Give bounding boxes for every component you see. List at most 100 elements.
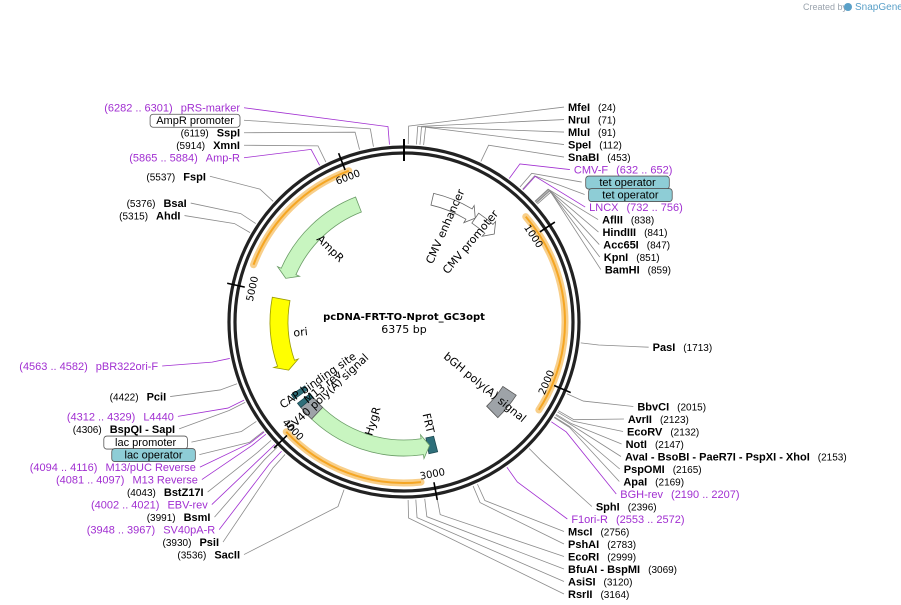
primer-label[interactable]: (5865 .. 5884)Amp-R: [129, 153, 240, 165]
enzyme-label[interactable]: EcoRV(2132): [627, 427, 699, 439]
enzyme-label[interactable]: MluI(91): [568, 127, 616, 139]
leader-line: [243, 131, 360, 150]
primer-label[interactable]: CMV-F(632 .. 652): [574, 165, 673, 177]
enzyme-label[interactable]: (3991)BsmI: [147, 512, 211, 524]
enzyme-label[interactable]: PshAI(2783): [568, 539, 636, 551]
leader-line: [534, 188, 599, 220]
leader-line: [506, 467, 568, 520]
feature-m13-rev[interactable]: [296, 393, 314, 408]
primer-label[interactable]: (4312 .. 4329)L4440: [67, 411, 174, 423]
feature-box[interactable]: [588, 188, 673, 202]
feature-box-label: AmpR promoter: [156, 115, 234, 127]
feature-frt[interactable]: [425, 435, 439, 455]
tick-mark: [227, 282, 245, 288]
primer-range: (732 .. 756): [627, 202, 683, 214]
enzyme-label[interactable]: MfeI(24): [568, 102, 616, 114]
enzyme-label[interactable]: EcoRI(2999): [568, 552, 636, 564]
enzyme-label[interactable]: (4306)BspQI - SapI: [73, 424, 175, 436]
label-layer: MfeI(24)NruI(71)MluI(91)SpeI (112)SnaBI(4…: [19, 102, 846, 601]
enzyme-name: AsiSI: [568, 577, 596, 589]
enzyme-label[interactable]: HindIII (841): [602, 227, 667, 239]
enzyme-label[interactable]: Acc65I(847): [603, 240, 670, 252]
enzyme-label[interactable]: AflII(838): [602, 215, 654, 227]
primer-label[interactable]: (4002 .. 4021)EBV-rev: [91, 500, 208, 512]
enzyme-label[interactable]: (5914)XmnI: [176, 140, 240, 152]
backbone: [227, 139, 581, 499]
enzyme-label[interactable]: NruI(71): [568, 115, 616, 127]
enzyme-name: HindIII: [602, 227, 636, 239]
leader-line: [214, 446, 278, 518]
enzyme-label[interactable]: (4043)BstZ17I: [127, 487, 204, 499]
primer-label[interactable]: (6282 .. 6301)pRS-marker: [104, 103, 240, 115]
enzyme-label[interactable]: RsrII(3164): [568, 589, 629, 601]
credit-brand[interactable]: SnapGene: [855, 2, 901, 13]
feature-box[interactable]: [111, 448, 196, 462]
enzyme-name: SpeI: [568, 140, 591, 152]
enzyme-label[interactable]: SnaBI(453): [568, 152, 631, 164]
enzyme-label[interactable]: BamHI(859): [605, 265, 671, 277]
leader-line: [580, 342, 649, 348]
enzyme-label[interactable]: SphI(2396): [596, 502, 657, 514]
enzyme-name: SspI: [217, 128, 240, 140]
feature-ampr[interactable]: [276, 196, 362, 279]
leader-line: [480, 144, 565, 162]
tick-label: 5000: [245, 275, 261, 302]
enzyme-label[interactable]: (4422)PciI: [110, 392, 166, 404]
enzyme-position: (4306): [73, 425, 102, 436]
primer-name: pBR322ori-F: [96, 361, 159, 373]
enzyme-label[interactable]: BbvCI(2015): [637, 402, 706, 414]
primer-label[interactable]: F1ori-R(2553 .. 2572): [571, 514, 684, 526]
primer-label[interactable]: BGH-rev(2190 .. 2207): [620, 489, 739, 501]
feature-bgh-poly-a-signal[interactable]: [486, 385, 517, 419]
primer-label[interactable]: (4563 .. 4582) pBR322ori-F: [19, 361, 158, 373]
primer-label[interactable]: (4081 .. 4097)M13 Reverse: [56, 475, 198, 487]
feature-box[interactable]: [149, 113, 241, 128]
tick-mark: [433, 482, 439, 501]
enzyme-label[interactable]: PspOMI(2165): [624, 464, 702, 476]
enzyme-label[interactable]: BfuAI - BspMI(3069): [568, 564, 677, 576]
tick-mark: [553, 384, 571, 394]
enzyme-name: BfuAI - BspMI: [568, 564, 640, 576]
feature-cmv-enhancer[interactable]: [430, 192, 476, 224]
enzyme-position: (2783): [607, 540, 636, 551]
enzyme-position: (112): [599, 141, 622, 152]
leader-line: [477, 483, 565, 532]
enzyme-name: FspI: [183, 171, 206, 183]
enzyme-label[interactable]: (5315)AhdI: [119, 211, 180, 223]
enzyme-name: PsiI: [199, 537, 219, 549]
leader-line: [243, 144, 327, 163]
enzyme-label[interactable]: AsiSI(3120): [568, 577, 632, 589]
leader-line: [407, 499, 565, 595]
enzyme-label[interactable]: (5376)BsaI: [127, 198, 187, 210]
enzyme-label[interactable]: (3930)PsiI: [163, 537, 219, 549]
feature-cap-binding-site[interactable]: [290, 385, 308, 400]
primer-range: (2190 .. 2207): [671, 489, 740, 501]
enzyme-position: (1713): [683, 343, 712, 354]
enzyme-label[interactable]: SpeI (112): [568, 140, 622, 152]
primer-label[interactable]: (3948 .. 3967)SV40pA-R: [87, 525, 216, 537]
label-leader-lines: [162, 106, 649, 595]
enzyme-position: (2153): [818, 453, 847, 464]
enzyme-label[interactable]: KpnI(851): [604, 252, 660, 264]
feature-box-label: lac operator: [125, 450, 183, 462]
primer-range: (632 .. 652): [616, 165, 672, 177]
feature-ori[interactable]: [269, 296, 300, 371]
enzyme-label[interactable]: PasI(1713): [653, 342, 713, 354]
enzyme-label[interactable]: (5537)FspI: [146, 171, 206, 183]
primer-range: (4094 .. 4116): [30, 462, 98, 474]
enzyme-label[interactable]: MscI(2756): [568, 527, 629, 539]
enzyme-label[interactable]: NotI(2147): [626, 439, 684, 451]
leader-line: [472, 485, 565, 545]
enzyme-name: RsrII: [568, 589, 592, 601]
primer-label[interactable]: (4094 .. 4116)M13/pUC Reverse: [30, 462, 196, 474]
enzyme-label[interactable]: (6119)SspI: [181, 128, 240, 140]
primer-label[interactable]: LNCX(732 .. 756): [589, 202, 683, 214]
enzyme-label[interactable]: ApaI(2169): [623, 477, 684, 489]
enzyme-label[interactable]: AvrII(2123): [628, 414, 689, 426]
enzyme-label[interactable]: AvaI - BsoBI - PaeR7I - PspXI - XhoI(215…: [625, 452, 847, 464]
enzyme-label[interactable]: (3536)SacII: [177, 550, 240, 562]
leader-line: [243, 148, 320, 166]
feature-cmv-promoter[interactable]: [471, 212, 497, 237]
enzyme-position: (841): [644, 228, 667, 239]
primer-range: (4563 .. 4582): [19, 361, 88, 373]
